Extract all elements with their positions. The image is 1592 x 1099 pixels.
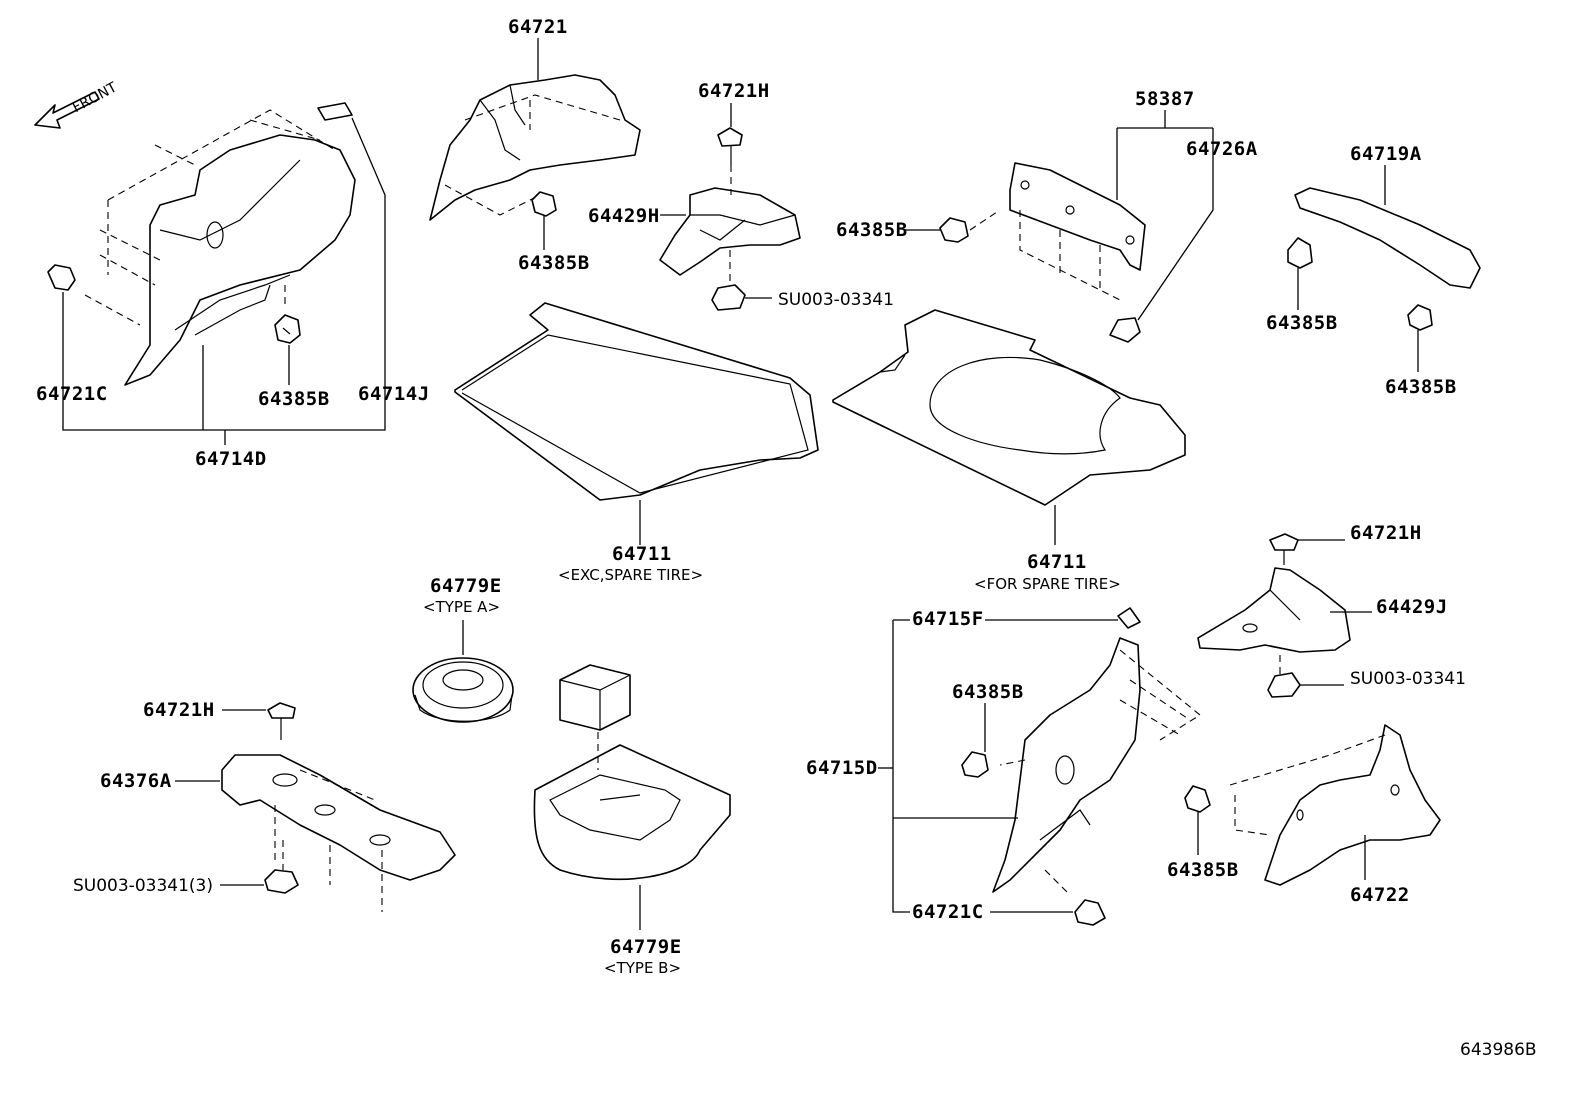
label-64376A: 64376A [100, 770, 172, 792]
spare-tire-spacer-type-a [412, 657, 514, 723]
clip-icon [939, 217, 1141, 343]
label-64721H: 64721H [143, 699, 215, 721]
bracket-64429J [1197, 533, 1351, 698]
label-64721C: 64721C [36, 383, 108, 405]
label-64385B: 64385B [836, 219, 908, 241]
label-64721H-top: 64721H [698, 80, 770, 102]
label-SU003-03341-x3: SU003-03341(3) [73, 876, 213, 896]
label-64715F: 64715F [912, 608, 984, 630]
front-arrow-icon [34, 91, 100, 129]
label-64721C: 64721C [912, 901, 984, 923]
label-64385B: 64385B [258, 388, 330, 410]
label-64714D: 64714D [195, 448, 267, 470]
wheelhouse-64722 [1229, 724, 1441, 886]
label-64714J: 64714J [358, 383, 430, 405]
spare-tire-tray-type-b [533, 664, 731, 881]
label-64779E-note: <TYPE A> [423, 598, 501, 616]
quarter-trim-64715D [992, 607, 1201, 896]
label-64385B: 64385B [1167, 859, 1239, 881]
label-64779E: 64779E [610, 936, 682, 958]
label-64719A: 64719A [1350, 143, 1422, 165]
label-64779E-note: <TYPE B> [604, 959, 682, 977]
label-SU003-03341: SU003-03341 [778, 290, 894, 310]
label-64385B: 64385B [952, 681, 1024, 703]
bracket-64376A [221, 702, 456, 912]
wheelhouse-64721 [429, 74, 641, 221]
bracket-58387 [969, 162, 1146, 301]
label-64385B: 64385B [1266, 312, 1338, 334]
label-64715D: 64715D [806, 757, 878, 779]
bracket-64429H [659, 127, 801, 311]
label-64711: 64711 [1027, 551, 1087, 573]
clip-icon [1287, 237, 1433, 331]
clip-icon [47, 264, 301, 344]
clip-icon [961, 751, 1106, 926]
diagram-reference-number: 643986B [1460, 1040, 1537, 1060]
label-58387: 58387 [1135, 88, 1195, 110]
label-64721H: 64721H [1350, 522, 1422, 544]
label-64711: 64711 [612, 543, 672, 565]
label-64726A: 64726A [1186, 138, 1258, 160]
label-64721: 64721 [508, 16, 568, 38]
trunk-floor-64711-exc-spare [454, 302, 819, 501]
label-64711-note: <FOR SPARE TIRE> [974, 575, 1121, 593]
garnish-64719A [1294, 187, 1481, 289]
label-64711-note: <EXC,SPARE TIRE> [558, 566, 704, 584]
label-64385B: 64385B [1385, 376, 1457, 398]
quarter-trim-64714D [84, 102, 356, 386]
label-64779E: 64779E [430, 575, 502, 597]
clip-icon [531, 191, 557, 217]
label-64385B: 64385B [518, 252, 590, 274]
label-SU003-03341: SU003-03341 [1350, 669, 1466, 689]
label-64429J: 64429J [1376, 596, 1448, 618]
label-64429H: 64429H [588, 205, 660, 227]
clip-icon [1184, 785, 1211, 813]
label-64722: 64722 [1350, 884, 1410, 906]
trunk-floor-64711-for-spare [832, 309, 1186, 506]
